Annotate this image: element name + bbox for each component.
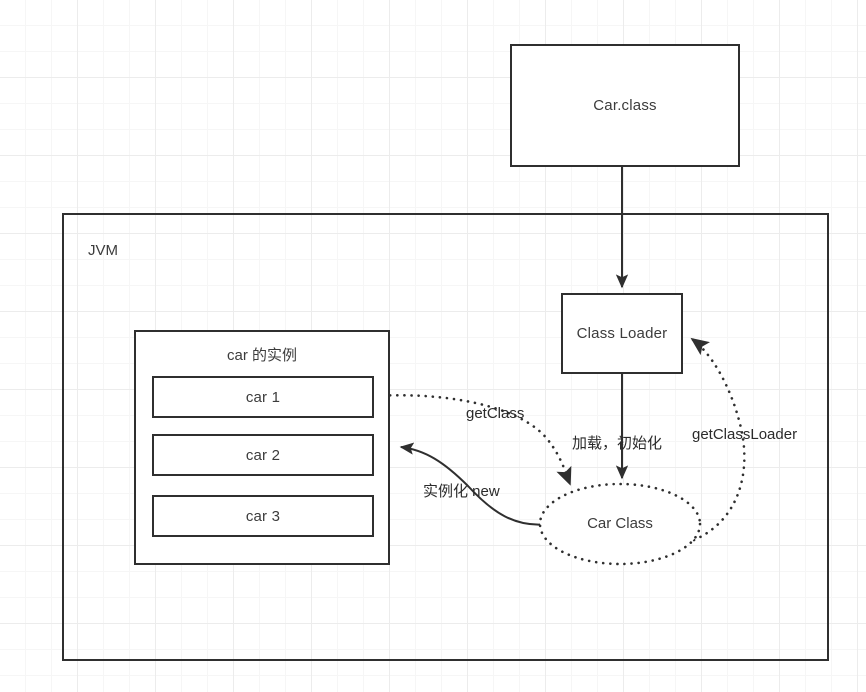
- instance-car-1-label: car 1: [245, 388, 281, 406]
- edge-label-load-init: 加载，初始化: [572, 435, 663, 452]
- instance-car-2[interactable]: car 2: [152, 434, 374, 476]
- class-loader-box[interactable]: Class Loader: [561, 293, 683, 374]
- class-loader-label: Class Loader: [576, 325, 668, 342]
- instance-car-1[interactable]: car 1: [152, 376, 374, 418]
- instance-car-2-label: car 2: [245, 446, 281, 464]
- instances-group-title: car 的实例: [226, 347, 297, 364]
- edge-label-get-class-loader: getClassLoader: [692, 426, 798, 443]
- instance-car-3-label: car 3: [245, 507, 281, 525]
- jvm-region-label: JVM: [88, 242, 118, 259]
- edge-label-instantiate-new: 实例化 new: [423, 483, 500, 500]
- jvm-region[interactable]: [62, 213, 829, 661]
- car-class-file-box[interactable]: Car.class: [510, 44, 740, 167]
- car-class-file-label: Car.class: [593, 97, 657, 114]
- edge-label-get-class: getClass: [466, 405, 525, 422]
- instance-car-3[interactable]: car 3: [152, 495, 374, 537]
- car-class-object-label: Car Class: [587, 515, 653, 532]
